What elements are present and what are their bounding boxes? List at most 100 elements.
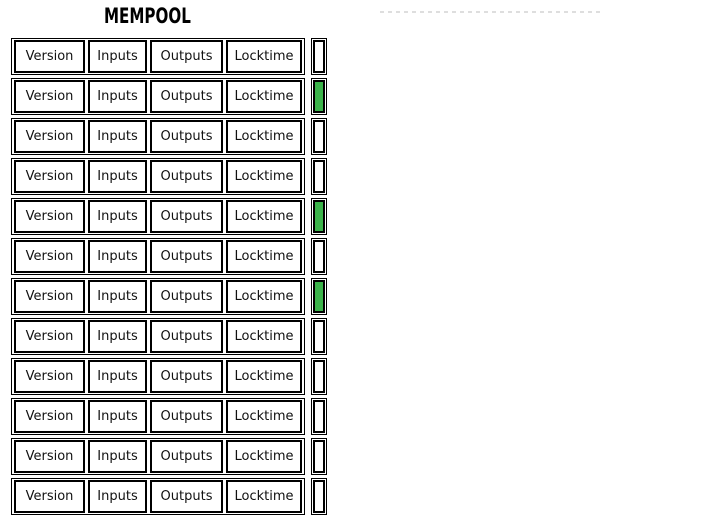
transaction-row[interactable]: Version Inputs Outputs Locktime [11,38,327,75]
transaction-box-group: Version Inputs Outputs Locktime [11,358,305,395]
transaction-field-inputs: Inputs [88,360,147,393]
transaction-field-version: Version [14,160,85,193]
transaction-field-label: Outputs [160,249,213,264]
transaction-field-locktime: Locktime [226,80,302,113]
transaction-field-version: Version [14,80,85,113]
transaction-field-label: Outputs [160,369,213,384]
transaction-field-label: Locktime [234,329,294,344]
transaction-field-version: Version [14,440,85,473]
transaction-status-fill [313,120,325,153]
transaction-field-outputs: Outputs [150,160,223,193]
transaction-field-version: Version [14,40,85,73]
transaction-field-version: Version [14,400,85,433]
transaction-field-label: Locktime [234,89,294,104]
transaction-box-group: Version Inputs Outputs Locktime [11,38,305,75]
transaction-field-label: Inputs [97,249,138,264]
transaction-field-label: Locktime [234,209,294,224]
transaction-row[interactable]: Version Inputs Outputs Locktime [11,118,327,155]
transaction-field-label: Outputs [160,89,213,104]
transaction-field-outputs: Outputs [150,40,223,73]
transaction-status-fill [313,240,325,273]
transaction-row[interactable]: Version Inputs Outputs Locktime [11,358,327,395]
transaction-row[interactable]: Version Inputs Outputs Locktime [11,238,327,275]
transaction-field-label: Inputs [97,129,138,144]
transaction-status-fill [313,480,325,513]
transaction-status-indicator [311,198,327,235]
transaction-status-indicator [311,358,327,395]
transaction-field-label: Version [25,129,74,144]
transaction-row[interactable]: Version Inputs Outputs Locktime [11,278,327,315]
transaction-field-inputs: Inputs [88,400,147,433]
transaction-status-indicator [311,118,327,155]
transaction-field-label: Version [25,209,74,224]
dashed-separator-line [380,11,603,13]
transaction-field-label: Inputs [97,369,138,384]
transaction-field-label: Locktime [234,249,294,264]
transaction-field-label: Outputs [160,329,213,344]
transaction-field-inputs: Inputs [88,240,147,273]
transaction-field-locktime: Locktime [226,160,302,193]
transaction-box-group: Version Inputs Outputs Locktime [11,118,305,155]
transaction-status-indicator [311,478,327,515]
transaction-field-label: Version [25,409,74,424]
transaction-field-outputs: Outputs [150,480,223,513]
transaction-status-fill [313,80,325,113]
transaction-field-inputs: Inputs [88,120,147,153]
transaction-field-version: Version [14,320,85,353]
transaction-field-version: Version [14,280,85,313]
transaction-status-indicator [311,318,327,355]
transaction-field-label: Locktime [234,289,294,304]
transaction-field-label: Inputs [97,409,138,424]
transaction-box-group: Version Inputs Outputs Locktime [11,438,305,475]
transaction-field-outputs: Outputs [150,280,223,313]
transaction-field-label: Outputs [160,209,213,224]
transaction-field-outputs: Outputs [150,80,223,113]
transaction-field-inputs: Inputs [88,480,147,513]
transaction-row[interactable]: Version Inputs Outputs Locktime [11,398,327,435]
transaction-field-label: Inputs [97,169,138,184]
transaction-field-outputs: Outputs [150,320,223,353]
transaction-field-label: Inputs [97,489,138,504]
transaction-field-version: Version [14,360,85,393]
transaction-field-locktime: Locktime [226,480,302,513]
transaction-row[interactable]: Version Inputs Outputs Locktime [11,318,327,355]
transaction-field-label: Locktime [234,449,294,464]
transaction-box-group: Version Inputs Outputs Locktime [11,278,305,315]
transaction-field-locktime: Locktime [226,40,302,73]
transaction-box-group: Version Inputs Outputs Locktime [11,158,305,195]
transaction-field-label: Locktime [234,49,294,64]
transaction-field-label: Version [25,289,74,304]
transaction-field-label: Inputs [97,209,138,224]
transaction-field-label: Version [25,369,74,384]
transaction-row[interactable]: Version Inputs Outputs Locktime [11,478,327,515]
transaction-status-indicator [311,38,327,75]
transaction-field-inputs: Inputs [88,440,147,473]
transaction-status-indicator [311,278,327,315]
transaction-field-version: Version [14,120,85,153]
transaction-field-label: Inputs [97,289,138,304]
transaction-row[interactable]: Version Inputs Outputs Locktime [11,158,327,195]
transaction-box-group: Version Inputs Outputs Locktime [11,78,305,115]
transaction-row[interactable]: Version Inputs Outputs Locktime [11,438,327,475]
transaction-field-label: Inputs [97,329,138,344]
transaction-row[interactable]: Version Inputs Outputs Locktime [11,78,327,115]
transaction-status-fill [313,320,325,353]
transaction-field-inputs: Inputs [88,280,147,313]
transaction-field-locktime: Locktime [226,440,302,473]
transaction-field-version: Version [14,480,85,513]
transaction-status-fill [313,360,325,393]
transaction-field-label: Version [25,49,74,64]
transaction-field-label: Outputs [160,169,213,184]
transaction-status-indicator [311,438,327,475]
transaction-status-fill [313,280,325,313]
transaction-field-locktime: Locktime [226,240,302,273]
transaction-field-label: Outputs [160,409,213,424]
transaction-row[interactable]: Version Inputs Outputs Locktime [11,198,327,235]
transaction-field-locktime: Locktime [226,360,302,393]
transaction-field-inputs: Inputs [88,160,147,193]
transaction-field-inputs: Inputs [88,320,147,353]
transaction-field-label: Version [25,489,74,504]
transaction-field-label: Version [25,449,74,464]
transaction-field-locktime: Locktime [226,320,302,353]
transaction-status-indicator [311,238,327,275]
